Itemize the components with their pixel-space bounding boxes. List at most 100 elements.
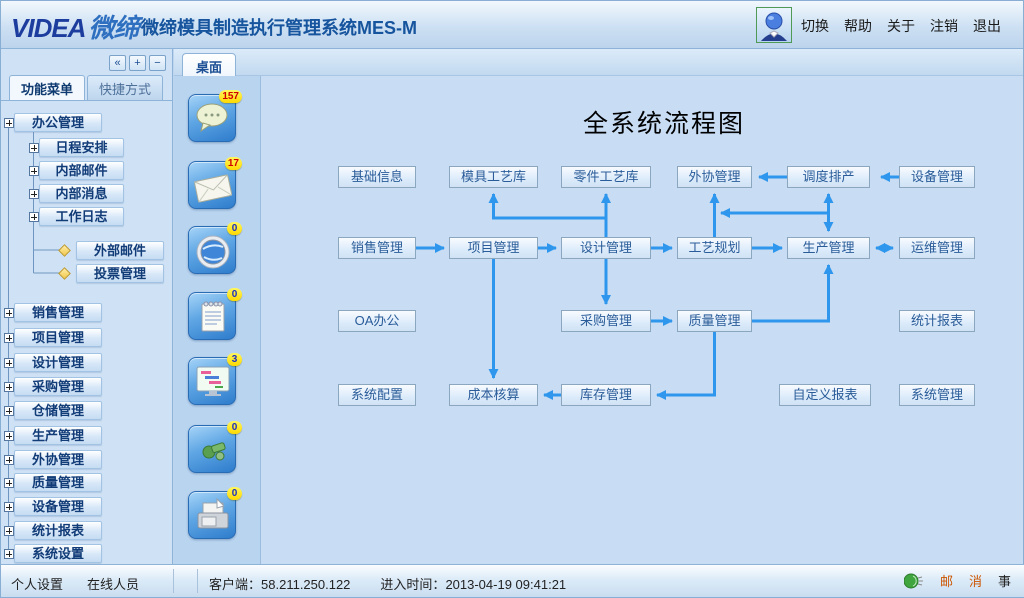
node-process-planning[interactable]: 工艺规划 <box>677 237 752 259</box>
statusbar-divider <box>173 569 174 593</box>
tree-node-button[interactable]: 外协管理 <box>14 450 102 469</box>
tree-node-button[interactable]: 质量管理 <box>14 473 102 492</box>
tree-node-button[interactable]: 办公管理 <box>14 113 102 132</box>
node-costing[interactable]: 成本核算 <box>449 384 538 406</box>
expand-plus-icon[interactable] <box>4 382 14 392</box>
expand-plus-icon[interactable] <box>4 431 14 441</box>
link-exit[interactable]: 退出 <box>973 18 1001 34</box>
node-sales[interactable]: 销售管理 <box>338 237 416 259</box>
node-part-process-lib[interactable]: 零件工艺库 <box>561 166 651 188</box>
expand-plus-icon[interactable] <box>4 308 14 318</box>
sidebar: « + − 功能菜单 快捷方式 办公管理 日程 <box>1 49 173 566</box>
tree-node-button[interactable]: 统计报表 <box>14 521 102 540</box>
plan-shortcut-button[interactable]: 3 <box>188 353 242 405</box>
client-ip: 58.211.250.122 <box>261 577 351 592</box>
tree-node-button[interactable]: 生产管理 <box>14 426 102 445</box>
tree-item-settings: 系统设置 <box>1 544 172 563</box>
tree-node-button[interactable]: 设备管理 <box>14 497 102 516</box>
user-avatar[interactable] <box>756 7 792 43</box>
collapse-all-button[interactable]: − <box>149 55 166 71</box>
expand-plus-icon[interactable] <box>29 212 39 222</box>
node-inventory[interactable]: 库存管理 <box>561 384 651 406</box>
expand-plus-icon[interactable] <box>4 455 14 465</box>
header-links: 切换 帮助 关于 注销 退出 <box>801 16 1001 36</box>
link-help[interactable]: 帮助 <box>844 18 872 34</box>
logo-cn: 微缔 <box>88 13 139 43</box>
expand-plus-icon[interactable] <box>4 333 14 343</box>
mail-shortcut-button[interactable]: 17 <box>188 157 242 209</box>
node-maintenance[interactable]: 运维管理 <box>899 237 975 259</box>
flowchart-title: 全系统流程图 <box>582 111 745 138</box>
online-users-link[interactable]: 在线人员 <box>87 577 140 592</box>
node-outsourcing[interactable]: 外协管理 <box>677 166 752 188</box>
node-design[interactable]: 设计管理 <box>561 237 651 259</box>
tree-item-design: 设计管理 <box>1 353 172 372</box>
message-notify-toggle[interactable]: 消 <box>968 574 982 589</box>
tree-node-button[interactable]: 内部消息 <box>39 184 124 203</box>
mail-notify-toggle[interactable]: 邮 <box>939 574 953 589</box>
node-sys-mgmt[interactable]: 系统管理 <box>899 384 975 406</box>
expand-plus-icon[interactable] <box>4 549 14 559</box>
node-equipment[interactable]: 设备管理 <box>899 166 975 188</box>
node-scheduling[interactable]: 调度排产 <box>787 166 870 188</box>
expand-plus-icon[interactable] <box>4 526 14 536</box>
sound-notify-icon[interactable] <box>903 573 924 589</box>
node-quality[interactable]: 质量管理 <box>677 310 752 332</box>
tree-node-button[interactable]: 外部邮件 <box>76 241 164 260</box>
time-value: 2013-04-19 09:41:21 <box>445 577 567 592</box>
tree-node-button[interactable]: 日程安排 <box>39 138 124 157</box>
sidebar-toolbar: « + − <box>109 55 166 71</box>
expand-plus-icon[interactable] <box>4 478 14 488</box>
tree-node-button[interactable]: 采购管理 <box>14 377 102 396</box>
personal-settings-link[interactable]: 个人设置 <box>11 577 64 592</box>
node-sys-config[interactable]: 系统配置 <box>338 384 416 406</box>
expand-plus-icon[interactable] <box>29 143 39 153</box>
globe-icon <box>196 235 230 269</box>
tab-function-menu[interactable]: 功能菜单 <box>9 75 86 100</box>
link-about[interactable]: 关于 <box>887 18 915 34</box>
tree-node-button[interactable]: 销售管理 <box>14 303 102 322</box>
expand-plus-icon[interactable] <box>4 406 14 416</box>
node-production[interactable]: 生产管理 <box>787 237 870 259</box>
tab-shortcuts[interactable]: 快捷方式 <box>87 75 164 100</box>
tree-item-sales: 销售管理 <box>1 303 172 322</box>
tree-node-button[interactable]: 项目管理 <box>14 328 102 347</box>
node-basic-info[interactable]: 基础信息 <box>338 166 416 188</box>
collapse-panel-button[interactable]: « <box>109 55 126 71</box>
link-logout[interactable]: 注销 <box>930 18 958 34</box>
tools-shortcut-button[interactable]: 0 <box>188 421 242 473</box>
tree-node-button[interactable]: 设计管理 <box>14 353 102 372</box>
expand-plus-icon[interactable] <box>29 166 39 176</box>
tree-node-button[interactable]: 系统设置 <box>14 544 102 563</box>
statusbar-divider <box>197 569 198 593</box>
tree-node-button[interactable]: 仓储管理 <box>14 401 102 420</box>
menu-tree: 办公管理 日程安排 内部邮件 内部消息 工作日志 外部邮件 <box>1 101 172 566</box>
flowchart-arrows <box>416 172 899 400</box>
chat-shortcut-button[interactable]: 157 <box>188 90 242 142</box>
node-mold-process-lib[interactable]: 模具工艺库 <box>449 166 538 188</box>
expand-all-button[interactable]: + <box>129 55 146 71</box>
expand-plus-icon[interactable] <box>29 189 39 199</box>
expand-plus-icon[interactable] <box>4 118 14 128</box>
tree-node-button[interactable]: 投票管理 <box>76 264 164 283</box>
print-shortcut-button[interactable]: 0 <box>188 487 242 539</box>
time-label: 进入时间： <box>380 577 446 592</box>
badge: 0 <box>227 487 242 500</box>
event-notify-toggle[interactable]: 事 <box>997 574 1011 589</box>
web-shortcut-button[interactable]: 0 <box>188 222 242 274</box>
notes-shortcut-button[interactable]: 0 <box>188 288 242 340</box>
notepad-icon <box>201 301 225 332</box>
tree-node-button[interactable]: 内部邮件 <box>39 161 124 180</box>
tree-node-button[interactable]: 工作日志 <box>39 207 124 226</box>
badge: 17 <box>224 157 242 170</box>
node-statistics[interactable]: 统计报表 <box>899 310 975 332</box>
expand-plus-icon[interactable] <box>4 358 14 368</box>
node-purchase[interactable]: 采购管理 <box>561 310 651 332</box>
expand-plus-icon[interactable] <box>4 502 14 512</box>
link-switch[interactable]: 切换 <box>801 18 829 34</box>
node-project[interactable]: 项目管理 <box>449 237 538 259</box>
node-oa-office[interactable]: OA办公 <box>338 310 416 332</box>
node-custom-report[interactable]: 自定义报表 <box>779 384 871 406</box>
person-icon <box>761 12 787 41</box>
tree-item-outsourcing: 外协管理 <box>1 450 172 469</box>
